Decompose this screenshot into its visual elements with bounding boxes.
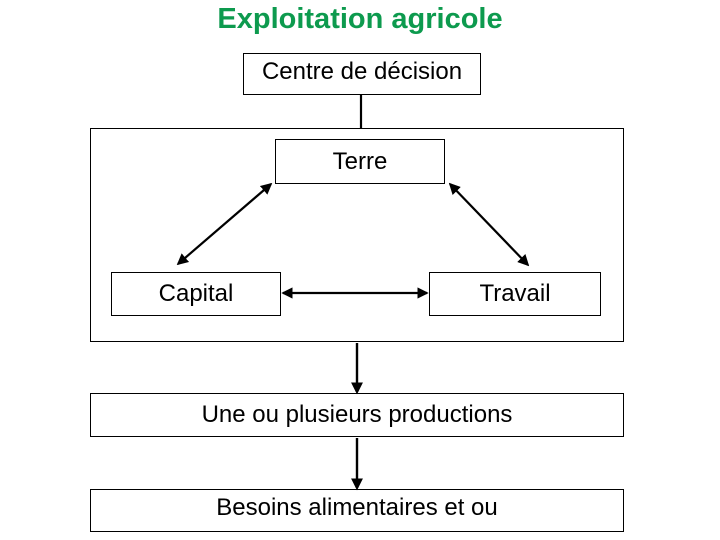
node-terre[interactable]: Terre — [275, 139, 445, 184]
facteurs-de-production-frame — [90, 128, 624, 342]
node-label-terre: Terre — [332, 147, 388, 175]
node-besoins-alimentaires[interactable]: Besoins alimentaires et ou — [90, 489, 624, 532]
node-label-capital: Capital — [158, 280, 234, 307]
node-travail[interactable]: Travail — [429, 272, 601, 316]
node-label-productions: Une ou plusieurs productions — [201, 401, 513, 428]
node-centre-de-decision[interactable]: Centre de décision — [243, 53, 481, 95]
node-label-besoins: Besoins alimentaires et ou — [216, 494, 498, 521]
node-label-centre-de-decision: Centre de décision — [261, 58, 463, 85]
node-label-travail: Travail — [479, 280, 551, 307]
page-title: Exploitation agricole — [217, 3, 503, 35]
node-une-ou-plusieurs-productions[interactable]: Une ou plusieurs productions — [90, 393, 624, 437]
node-capital[interactable]: Capital — [111, 272, 281, 316]
